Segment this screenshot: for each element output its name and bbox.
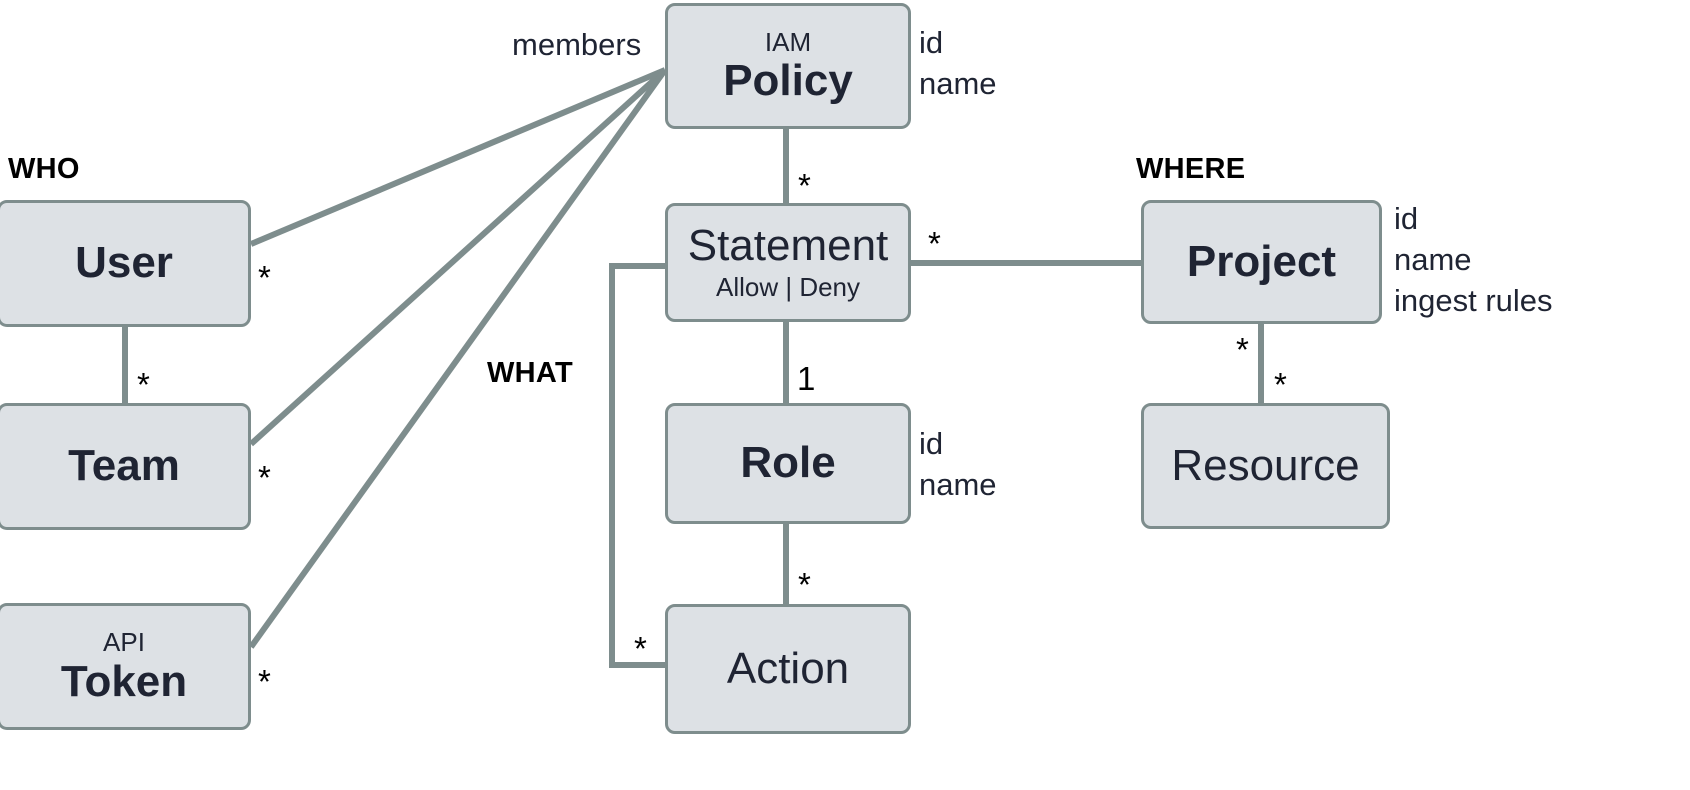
cardinality-token-policy: * [258,663,271,700]
group-label-where: WHERE [1136,153,1246,185]
attribute-role-name: name [919,466,997,502]
attribute-policy-name: name [919,65,997,101]
edge-statement-action [609,263,665,668]
node-api-token-title: Token [60,656,188,706]
edge-token-policy [248,68,668,649]
node-statement-title: Statement [687,221,889,271]
attributes-policy: id name [919,23,997,105]
attribute-policy-id: id [919,25,944,60]
node-action[interactable]: Action [665,604,911,734]
attribute-role-id: id [919,426,944,461]
node-api-token[interactable]: API Token [0,603,251,730]
node-team-title: Team [68,441,180,491]
cardinality-team-policy: * [258,459,271,496]
node-user[interactable]: User [0,200,251,327]
attributes-project: id name ingest rules [1394,199,1553,322]
attribute-project-ingest-rules: ingest rules [1394,282,1553,318]
node-iam-policy-kicker: IAM [764,26,812,57]
attributes-role: id name [919,424,997,506]
node-role[interactable]: Role [665,403,911,524]
cardinality-user-team: * [137,366,150,403]
cardinality-project-resource-bottom: * [1274,366,1287,403]
cardinality-statement-project: * [928,225,941,262]
node-user-title: User [75,238,173,288]
cardinality-user-policy: * [258,259,271,296]
node-iam-policy-title: Policy [723,56,853,106]
node-api-token-kicker: API [103,627,145,658]
group-label-who: WHO [8,153,80,185]
cardinality-statement-action: * [634,630,647,667]
attribute-project-name: name [1394,241,1472,277]
node-statement-subtitle: Allow | Deny [715,272,861,303]
node-iam-policy[interactable]: IAM Policy [665,3,911,129]
cardinality-policy-statement: * [798,167,811,204]
cardinality-project-resource-top: * [1236,331,1249,368]
cardinality-role-action: * [798,566,811,603]
edge-user-policy [249,67,667,247]
node-team[interactable]: Team [0,403,251,530]
node-project[interactable]: Project [1141,200,1382,324]
node-resource-title: Resource [1171,440,1360,490]
node-resource[interactable]: Resource [1141,403,1390,529]
node-statement[interactable]: Statement Allow | Deny [665,203,911,322]
cardinality-statement-role: 1 [797,360,816,397]
edge-team-policy [248,67,668,447]
edge-label-members: members [512,27,642,62]
node-action-title: Action [726,643,850,693]
group-label-what: WHAT [487,357,574,389]
node-role-title: Role [740,438,836,488]
node-project-title: Project [1186,236,1337,286]
attribute-project-id: id [1394,201,1419,236]
